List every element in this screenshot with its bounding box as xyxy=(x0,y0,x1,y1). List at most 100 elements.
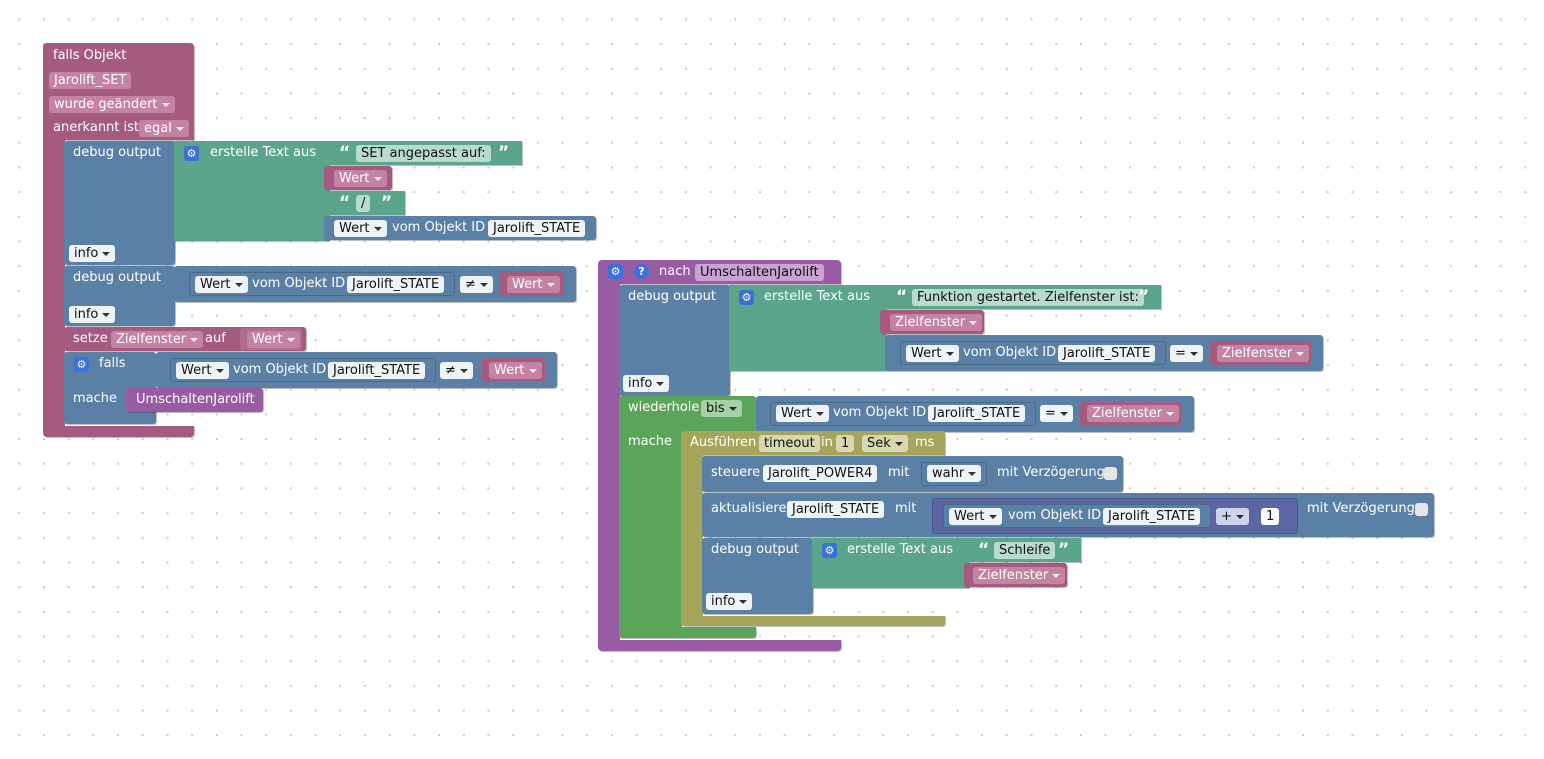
value-type-dropdown[interactable]: Wert xyxy=(195,276,248,293)
open-quote-icon: “ xyxy=(339,193,351,213)
bool-dropdown[interactable]: wahr xyxy=(927,465,982,482)
debug-output-block-1[interactable] xyxy=(64,141,175,265)
value-type-dropdown[interactable]: Wert xyxy=(776,405,829,422)
update-delay-label: mit Verzögerung xyxy=(1307,501,1415,516)
create-text-block[interactable] xyxy=(729,285,886,371)
call-function-block[interactable] xyxy=(126,388,263,412)
operator-dropdown[interactable]: ≠ xyxy=(440,362,473,379)
function-bottom xyxy=(598,640,841,651)
variable-dropdown[interactable]: Wert xyxy=(489,362,542,379)
function-name-field[interactable]: UmschaltenJarolift xyxy=(695,264,824,281)
object-id-field[interactable]: Jarolift_STATE xyxy=(1103,508,1201,525)
from-object-label: vom Objekt ID xyxy=(392,220,486,235)
timeout-label: Ausführen xyxy=(690,435,757,450)
object-id-field[interactable]: Jarolift_STATE xyxy=(347,276,445,293)
open-quote-icon: “ xyxy=(978,540,990,560)
debug-level-dropdown[interactable]: info xyxy=(706,593,753,610)
update-label: aktualisiere xyxy=(711,501,787,516)
variable-dropdown[interactable]: Zielfenster xyxy=(973,567,1066,584)
repeat-spine xyxy=(619,431,682,629)
timeout-in-label: in xyxy=(821,435,833,450)
from-object-label: vom Objekt ID xyxy=(252,276,346,291)
open-quote-icon: “ xyxy=(339,143,351,163)
gear-icon[interactable]: ⚙ xyxy=(608,264,623,279)
operator-dropdown[interactable]: = xyxy=(1170,345,1203,362)
update-with-label: mit xyxy=(895,501,917,516)
update-object-field[interactable]: Jarolift_STATE xyxy=(787,501,885,518)
debug-level-dropdown[interactable]: info xyxy=(623,375,670,392)
create-text-label: erstelle Text aus xyxy=(210,145,316,160)
debug-output-label: debug output xyxy=(73,270,162,285)
call-function-name: UmschaltenJarolift xyxy=(136,392,255,407)
help-icon[interactable]: ? xyxy=(634,264,649,279)
debug-output-label: debug output xyxy=(73,145,162,160)
if-do-label: mache xyxy=(73,391,118,406)
delay-checkbox[interactable] xyxy=(1104,467,1117,480)
timeout-spine xyxy=(681,454,703,618)
close-quote-icon: ” xyxy=(1058,540,1070,560)
timeout-bottom xyxy=(681,616,945,626)
from-object-label: vom Objekt ID xyxy=(963,345,1057,360)
repeat-label: wiederhole xyxy=(628,400,700,415)
gear-icon[interactable]: ⚙ xyxy=(739,290,754,305)
close-quote-icon: ” xyxy=(498,143,510,163)
timeout-ms-label: ms xyxy=(915,435,935,450)
object-id-field[interactable]: Jarolift_STATE xyxy=(928,405,1026,422)
from-object-label: vom Objekt ID xyxy=(833,405,927,420)
timeout-name-field[interactable]: timeout xyxy=(759,435,820,452)
if-label: falls xyxy=(99,356,126,371)
text-literal-1[interactable]: Funktion gestartet. Zielfenster ist: xyxy=(912,289,1144,306)
create-text-block[interactable] xyxy=(812,538,969,588)
variable-dropdown[interactable]: Wert xyxy=(334,170,387,187)
text-literal-1[interactable]: SET angepasst auf: xyxy=(356,145,491,162)
repeat-mode-dropdown[interactable]: bis xyxy=(701,400,742,417)
trigger-object-field[interactable]: Jarolift_SET xyxy=(49,72,132,89)
debug-output-label: debug output xyxy=(711,542,800,557)
close-quote-icon: ” xyxy=(1138,287,1150,307)
variable-dropdown[interactable]: Zielfenster xyxy=(1087,405,1180,422)
repeat-do-label: mache xyxy=(628,434,673,449)
trigger-ack-label: anerkannt ist xyxy=(53,120,140,135)
operator-dropdown[interactable]: = xyxy=(1040,405,1073,422)
debug-level-dropdown[interactable]: info xyxy=(69,306,116,323)
open-quote-icon: “ xyxy=(896,287,908,307)
object-id-field[interactable]: Jarolift_STATE xyxy=(488,220,586,237)
text-literal-1[interactable]: Schleife xyxy=(994,542,1056,559)
value-type-dropdown[interactable]: Wert xyxy=(949,508,1002,525)
object-id-field[interactable]: Jarolift_STATE xyxy=(1058,345,1156,362)
control-with-label: mit xyxy=(888,465,910,480)
number-field[interactable]: 1 xyxy=(1261,508,1280,525)
operator-dropdown[interactable]: ≠ xyxy=(460,276,493,293)
debug-level-dropdown[interactable]: info xyxy=(69,245,116,262)
timeout-amount-field[interactable]: 1 xyxy=(836,435,855,452)
trigger-condition-dropdown[interactable]: wurde geändert xyxy=(49,96,175,113)
gear-icon[interactable]: ⚙ xyxy=(822,543,837,558)
variable-dropdown[interactable]: Zielfenster xyxy=(890,314,983,331)
variable-dropdown[interactable]: Zielfenster xyxy=(1217,345,1310,362)
event-spine xyxy=(43,138,65,428)
text-literal-3[interactable]: / xyxy=(356,195,371,212)
create-text-block[interactable] xyxy=(174,141,329,241)
control-object-field[interactable]: Jarolift_POWER4 xyxy=(763,465,878,482)
operator-dropdown[interactable]: + xyxy=(1216,508,1249,525)
value-type-dropdown[interactable]: Wert xyxy=(176,362,229,379)
value-type-dropdown[interactable]: Wert xyxy=(906,345,959,362)
control-delay-label: mit Verzögerung xyxy=(997,465,1105,480)
value-type-dropdown[interactable]: Wert xyxy=(334,220,387,237)
gear-icon[interactable]: ⚙ xyxy=(184,146,199,161)
delay-checkbox[interactable] xyxy=(1415,503,1428,516)
create-text-label: erstelle Text aus xyxy=(764,289,870,304)
variable-dropdown[interactable]: Wert xyxy=(247,331,300,348)
function-spine xyxy=(598,283,620,641)
from-object-label: vom Objekt ID xyxy=(233,362,327,377)
close-quote-icon: ” xyxy=(381,193,393,213)
trigger-title: falls Objekt xyxy=(53,48,127,63)
variable-dropdown[interactable]: Wert xyxy=(507,276,560,293)
object-id-field[interactable]: Jarolift_STATE xyxy=(328,362,426,379)
set-variable-dropdown[interactable]: Zielfenster xyxy=(111,331,204,348)
set-label: setze xyxy=(73,331,108,346)
gear-icon[interactable]: ⚙ xyxy=(74,357,89,372)
timeout-unit-dropdown[interactable]: Sek xyxy=(862,435,908,452)
event-bottom xyxy=(43,426,194,437)
trigger-ack-dropdown[interactable]: egal xyxy=(139,120,189,137)
